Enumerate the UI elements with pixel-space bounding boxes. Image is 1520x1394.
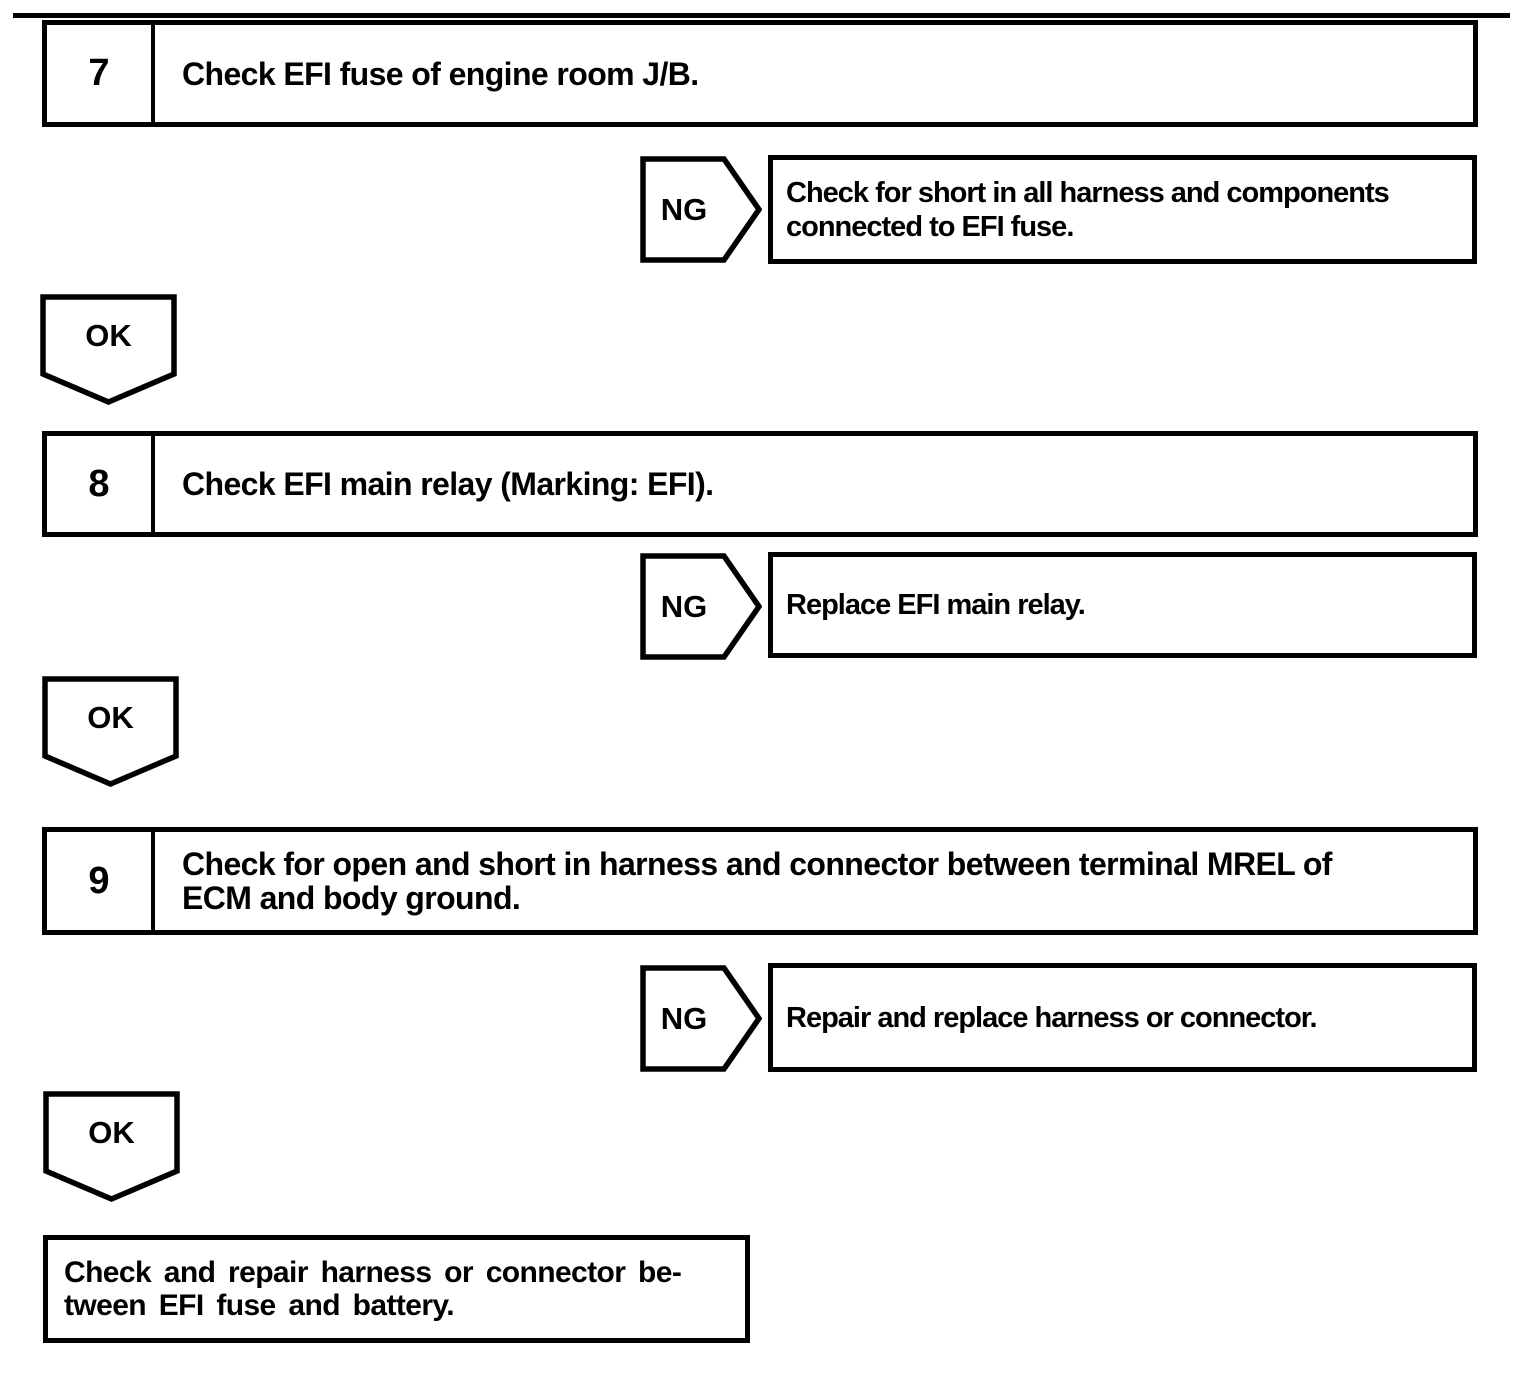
ok-connector: OK (40, 294, 177, 406)
ok-label: OK (88, 1115, 135, 1150)
ng-action-box: Repair and replace harness or connector. (768, 963, 1477, 1072)
ok-label: OK (85, 318, 132, 353)
ng-label: NG (660, 1000, 708, 1036)
step-number: 7 (47, 25, 155, 122)
ng-action-box: Check for short in all harness and compo… (768, 155, 1477, 264)
step-instruction: Check EFI main relay (Marking: EFI). (182, 466, 714, 502)
pentagon-down-icon (40, 294, 177, 405)
ok-connector: OK (42, 676, 179, 788)
step-number: 8 (47, 436, 155, 532)
ok-label: OK (87, 700, 134, 735)
ng-action-text: Replace EFI main relay. (786, 589, 1086, 621)
pentagon-right-icon (640, 965, 762, 1072)
step-box-7: 7 Check EFI fuse of engine room J/B. (42, 20, 1478, 127)
ng-action-text: Repair and replace harness or connector. (786, 1001, 1318, 1034)
ng-connector: NG (640, 553, 762, 660)
pentagon-right-icon (640, 553, 762, 660)
ng-connector: NG (640, 965, 762, 1072)
step-number: 9 (47, 832, 155, 930)
conclusion-text: Check and repair harness or connector be… (64, 1256, 682, 1322)
ng-connector: NG (640, 156, 762, 263)
step-instruction: Check for open and short in harness and … (182, 846, 1332, 916)
top-rule (13, 13, 1510, 18)
step-instruction: Check EFI fuse of engine room J/B. (182, 55, 699, 92)
ng-label: NG (660, 588, 708, 624)
pentagon-down-icon (42, 676, 179, 787)
pentagon-right-icon (640, 156, 762, 263)
ng-action-box: Replace EFI main relay. (768, 552, 1477, 658)
step-box-8: 8 Check EFI main relay (Marking: EFI). (42, 431, 1478, 537)
ok-connector: OK (43, 1091, 180, 1203)
pentagon-down-icon (43, 1091, 180, 1202)
conclusion-box: Check and repair harness or connector be… (43, 1235, 750, 1343)
step-box-9: 9 Check for open and short in harness an… (42, 827, 1478, 935)
ng-action-text: Check for short in all harness and compo… (786, 176, 1390, 243)
ng-label: NG (660, 191, 708, 227)
